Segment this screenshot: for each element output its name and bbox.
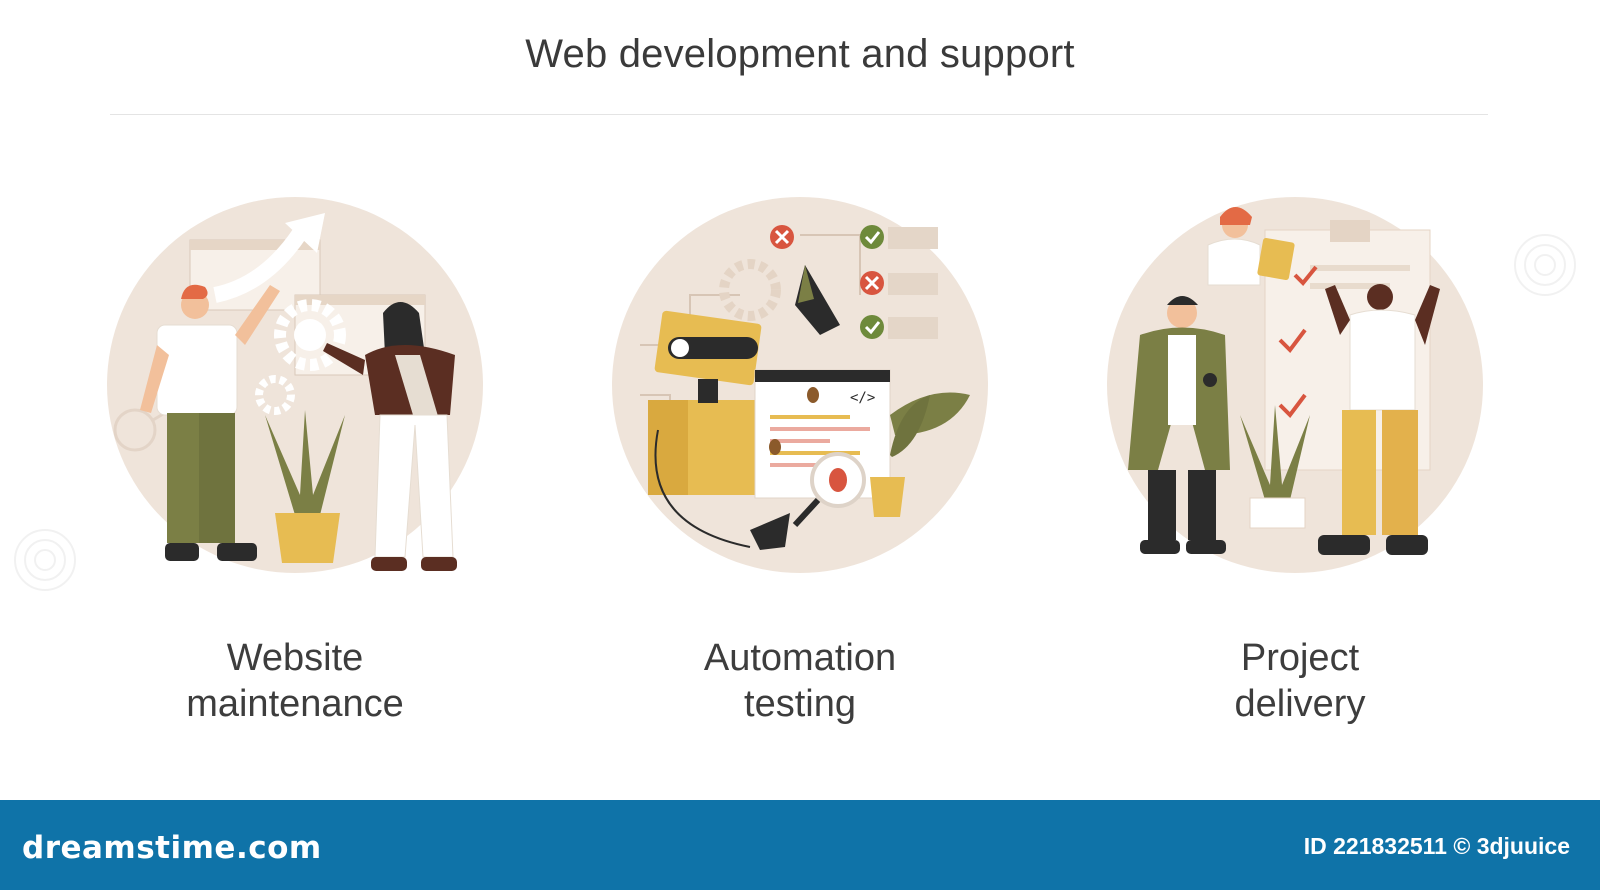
upload-arrow-icon: [213, 213, 325, 303]
page-title: Web development and support: [525, 32, 1075, 76]
woman-figure: [1207, 207, 1295, 286]
status-bar: [888, 227, 938, 249]
caption-line: maintenance: [186, 683, 404, 725]
footer-bar: dreamstime.com ID 221832511 © 3djuuice: [0, 800, 1600, 890]
clipboard-icon: [1257, 237, 1295, 281]
caption-line: testing: [744, 683, 856, 725]
caption-project-delivery: Project delivery: [1100, 635, 1500, 727]
woman-figure: [323, 302, 457, 571]
pen-cursor-icon: [795, 265, 840, 335]
check-icon: [860, 225, 884, 249]
magnifier-icon: [792, 452, 866, 528]
gear-icon: [719, 259, 781, 321]
plant-icon: [265, 410, 345, 563]
plant-icon: [1240, 405, 1310, 529]
project-delivery-illustration: [1107, 197, 1483, 573]
caption-line: delivery: [1234, 683, 1366, 725]
cross-icon: [860, 271, 884, 295]
plant-icon: [870, 392, 970, 517]
watermark-icon: [1514, 234, 1576, 296]
image-credit: ID 221832511 © 3djuuice: [1303, 833, 1570, 859]
panel-automation-testing: </> Automation testing: [600, 195, 1000, 755]
man-figure: [1318, 284, 1440, 555]
check-icon: [1278, 328, 1307, 354]
watermark-icon: [14, 529, 76, 591]
robot-arm: [648, 310, 762, 495]
panel-website-maintenance: Website maintenance: [95, 195, 495, 755]
check-icon: [1278, 393, 1307, 419]
caption-line: Website: [226, 637, 364, 679]
pen-cursor-icon: [750, 513, 790, 550]
code-icon: </>: [850, 390, 875, 406]
cross-icon: [770, 225, 794, 249]
gear-icon: [255, 375, 295, 415]
gear-icon: [274, 299, 346, 371]
caption-automation-testing: Automation testing: [600, 635, 1000, 727]
caption-website-maintenance: Website maintenance: [95, 635, 495, 727]
panel-project-delivery: Project delivery: [1100, 195, 1500, 755]
check-icon: [860, 315, 884, 339]
bug-icon: [769, 439, 781, 455]
status-bar: [888, 317, 938, 339]
man-figure: [1128, 296, 1230, 554]
bug-icon: [807, 387, 819, 403]
website-maintenance-illustration: [107, 197, 483, 573]
title-divider: [110, 114, 1488, 115]
automation-testing-illustration: </>: [612, 197, 988, 573]
dreamstime-logo[interactable]: dreamstime.com: [22, 830, 322, 866]
status-bar: [888, 273, 938, 295]
caption-line: Automation: [703, 637, 897, 679]
caption-line: Project: [1240, 637, 1360, 679]
watch-icon: [1203, 373, 1217, 387]
check-icon: [1293, 265, 1318, 286]
man-figure: [140, 284, 280, 561]
